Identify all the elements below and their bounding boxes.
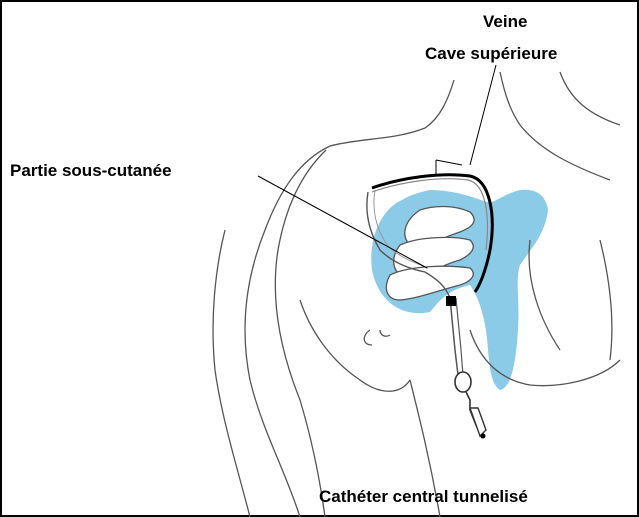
- label-catheter-central: Cathéter central tunnelisé: [319, 487, 528, 507]
- external-catheter: [446, 296, 486, 439]
- clamp-icon: [455, 372, 471, 392]
- label-veine: Veine: [483, 12, 527, 32]
- exit-site-cuff: [446, 296, 456, 306]
- label-cave-superieure: Cave supérieure: [425, 44, 557, 64]
- connector-hub: [470, 408, 486, 436]
- label-partie-sous-cutanee: Partie sous-cutanée: [10, 161, 172, 181]
